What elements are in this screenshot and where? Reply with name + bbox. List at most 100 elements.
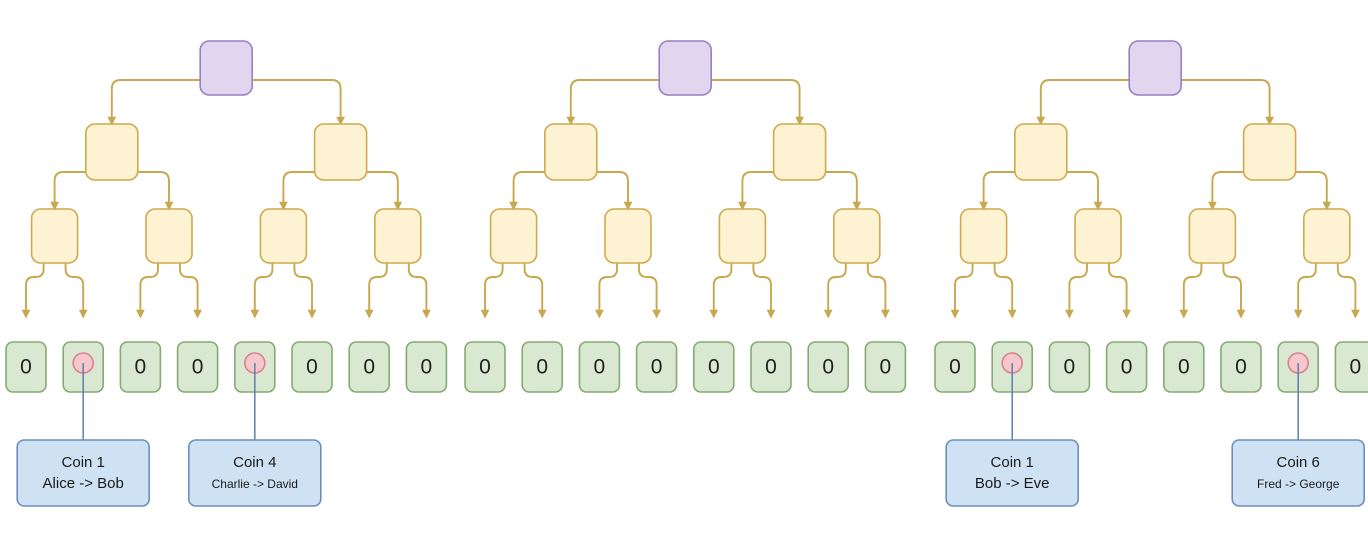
leaf-node-4 (1163, 341, 1205, 393)
leaf-node-5 (291, 341, 333, 393)
leaf-value: 0 (651, 356, 663, 379)
coin-label-box[interactable] (1231, 439, 1365, 507)
internal-node-level1-0 (85, 123, 139, 181)
coin-label-subtitle: Bob -> Eve (975, 475, 1050, 492)
coin-label-title: Coin 4 (233, 454, 276, 471)
coin-label-box[interactable] (945, 439, 1080, 507)
edge-level2-3-to-leaf-6 (823, 262, 847, 319)
leaf-node-2 (1048, 341, 1091, 393)
leaf-node-3 (1105, 341, 1148, 393)
edge-root-to-level1-1 (710, 79, 804, 126)
leaf-node-4 (692, 341, 735, 393)
edge-level2-1-to-leaf-2 (595, 262, 618, 319)
leaf-value: 0 (1064, 356, 1076, 379)
internal-node-level2-1 (604, 208, 652, 264)
leaf-node-0 (934, 341, 976, 393)
edge-level2-3-to-leaf-7 (866, 262, 890, 319)
leaf-value: 0 (363, 356, 375, 379)
leaf-node-5 (1220, 341, 1262, 393)
edge-level2-3-to-leaf-6 (1293, 262, 1317, 319)
leaf-value: 0 (822, 356, 834, 379)
edge-level2-0-to-leaf-1 (993, 262, 1017, 319)
leaf-value: 0 (479, 356, 491, 379)
edge-level2-1-to-leaf-3 (179, 262, 202, 319)
internal-node-level2-3 (832, 208, 881, 264)
leaf-node-6 (807, 341, 850, 393)
leaf-value: 0 (20, 356, 32, 379)
coin-label-title: Coin 1 (991, 454, 1034, 471)
leaf-node-3 (635, 341, 678, 393)
leaf-node-0 (464, 341, 506, 393)
edge-root-to-level1-1 (1180, 79, 1274, 126)
edge-level2-3-to-leaf-7 (1336, 262, 1360, 319)
edge-root-to-level1-1 (251, 79, 345, 126)
edge-level2-0-to-leaf-1 (523, 262, 547, 319)
leaf-value: 0 (536, 356, 548, 379)
edge-level2-1-to-leaf-3 (1108, 262, 1131, 319)
coin-label-subtitle: Charlie -> David (212, 477, 298, 491)
edge-root-to-level1-0 (1036, 79, 1130, 126)
internal-node-level2-0 (489, 208, 538, 264)
edge-level2-2-to-leaf-5 (1222, 262, 1246, 319)
internal-node-level2-1 (1074, 208, 1122, 264)
leaf-node-5 (750, 341, 792, 393)
edge-level1-0-to-level2-1 (596, 171, 633, 211)
edge-level1-0-to-level2-0 (979, 171, 1016, 211)
internal-node-level2-0 (30, 208, 79, 264)
coin-label-title: Coin 1 (62, 454, 105, 471)
leaf-node-7 (864, 341, 907, 393)
leaf-node-6 (348, 341, 391, 393)
edge-level2-0-to-leaf-0 (480, 262, 504, 319)
leaf-value: 0 (306, 356, 318, 379)
leaf-value: 0 (708, 356, 720, 379)
leaf-node-7 (1334, 341, 1368, 393)
leaf-node-7 (405, 341, 448, 393)
internal-node-level2-3 (373, 208, 422, 264)
leaf-value: 0 (421, 356, 433, 379)
root-node (1128, 40, 1182, 96)
edge-level1-0-to-level2-1 (1066, 171, 1103, 211)
internal-node-level2-1 (145, 208, 193, 264)
coin-label-subtitle: Fred -> George (1257, 477, 1340, 491)
coin-label-box[interactable] (188, 439, 322, 507)
tree-2: 0 0 0 0 0 0 0 0 (464, 40, 907, 393)
edge-level2-0-to-leaf-1 (64, 262, 88, 319)
edge-level1-1-to-level2-3 (825, 171, 862, 211)
internal-node-level1-1 (1242, 123, 1297, 181)
edge-level2-2-to-leaf-4 (709, 262, 733, 319)
leaf-value: 0 (1235, 356, 1247, 379)
edge-root-to-level1-0 (107, 79, 201, 126)
leaf-value: 0 (1350, 356, 1362, 379)
leaf-value: 0 (949, 356, 961, 379)
leaf-node-2 (578, 341, 621, 393)
coin-label-box[interactable] (16, 439, 151, 507)
edge-level2-1-to-leaf-2 (136, 262, 159, 319)
internal-node-level2-2 (259, 208, 308, 264)
leaf-value: 0 (192, 356, 204, 379)
internal-node-level1-0 (543, 123, 598, 181)
leaf-value: 0 (765, 356, 777, 379)
edge-level1-0-to-level2-0 (509, 171, 546, 211)
edge-level1-1-to-level2-2 (1208, 171, 1245, 211)
edge-level1-1-to-level2-3 (366, 171, 403, 211)
edge-level2-2-to-leaf-4 (250, 262, 274, 319)
coin-label-subtitle: Alice -> Bob (43, 475, 124, 492)
edge-level2-0-to-leaf-0 (21, 262, 45, 319)
leaf-value: 0 (880, 356, 892, 379)
internal-node-level2-2 (1188, 208, 1237, 264)
edge-root-to-level1-0 (566, 79, 660, 126)
leaf-value: 0 (594, 356, 606, 379)
edge-level1-0-to-level2-1 (137, 171, 174, 211)
coin-label-title: Coin 6 (1277, 454, 1320, 471)
edge-level2-1-to-leaf-2 (1065, 262, 1088, 319)
internal-node-level2-3 (1303, 208, 1351, 264)
internal-node-level1-1 (772, 123, 827, 181)
internal-node-level1-0 (1013, 123, 1068, 181)
edge-level1-1-to-level2-2 (738, 171, 775, 211)
leaf-value: 0 (135, 356, 147, 379)
edge-level2-3-to-leaf-7 (407, 262, 431, 319)
